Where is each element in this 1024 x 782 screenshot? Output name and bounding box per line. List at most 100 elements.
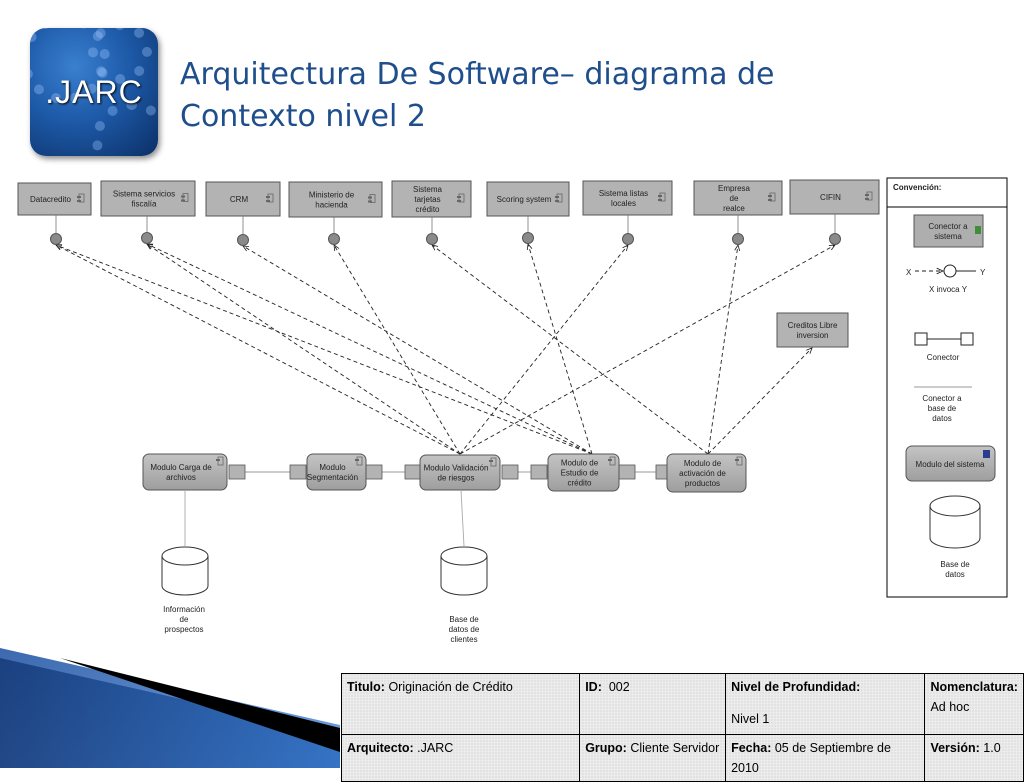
system-label: Sistema listas (599, 189, 648, 198)
invoke-arrow (243, 246, 593, 455)
legend-db-label-2: datos (945, 570, 965, 579)
legend-x: X (906, 268, 912, 277)
legend-invoke-label: X invoca Y (929, 285, 968, 294)
system-label: locales (611, 199, 636, 208)
title-line-1: Arquitectura De Software– diagrama de (180, 57, 775, 92)
database-label: de (180, 615, 189, 624)
nomenclatura-cell: Nomenclatura: Ad hoc (924, 673, 1024, 735)
logo-text: .JARC (45, 74, 143, 110)
decorative-wedge (0, 648, 340, 768)
module-label: Modulo de (561, 459, 599, 468)
table-row: Titulo: Originación de Crédito ID: 002 N… (340, 673, 1024, 735)
invoke-arrow (147, 244, 593, 455)
legend-component-icon (975, 226, 981, 234)
slide-title: Arquitectura De Software– diagrama de Co… (180, 54, 880, 138)
invoke-arrow (707, 245, 738, 455)
module-label: Segmentación (307, 473, 358, 482)
interface-port (829, 233, 841, 245)
system-label: Scoring system (497, 195, 552, 204)
component-icon (555, 193, 563, 203)
component-icon (865, 191, 873, 201)
module-label: de riesgos (438, 474, 475, 483)
module-label: Estudio de (561, 469, 599, 478)
fecha-cell: Fecha: 05 de Septiembre de 2010 (725, 734, 926, 782)
legend-legacy-label-2: sistema (934, 232, 962, 241)
database-label: Base de (449, 615, 479, 624)
system-label: CIFIN (820, 193, 841, 202)
invoke-arrow (459, 245, 628, 455)
legend: Convención: Conector a sistema X Y X inv… (886, 177, 1008, 598)
interface-port (237, 234, 249, 246)
external-system-box: CIFIN (789, 179, 880, 245)
component-icon (181, 193, 189, 202)
database-label: clientes (450, 635, 477, 644)
db-cylinder-icon (161, 546, 209, 596)
legend-db-icon (929, 495, 981, 549)
invoke-arrow (147, 244, 461, 455)
legend-connector-label: Conector (927, 353, 960, 362)
component-icon (266, 193, 274, 203)
database-label: prospectos (164, 625, 203, 634)
nivel-cell: Nivel de Profundidad:Nivel 1 (725, 673, 926, 735)
invoke-arrow (56, 245, 593, 455)
legend-db-label-1: Base de (940, 560, 970, 569)
component-icon (368, 194, 376, 203)
system-label: de (730, 194, 739, 203)
system-label: Creditos Libre (788, 321, 838, 330)
module-label: activación de (679, 469, 726, 478)
component-icon (77, 193, 85, 203)
table-row: Arquitecto: .JARC Grupo: Cliente Servido… (340, 734, 1024, 782)
interface-port (622, 233, 634, 245)
module-label: crédito (567, 479, 592, 488)
legend-db-connector-label-1: Conector a (922, 394, 962, 403)
grupo-cell: Grupo: Cliente Servidor (579, 734, 727, 782)
system-label: tarjetas (414, 195, 440, 204)
version-cell: Versión: 1.0 (924, 734, 1024, 782)
legend-legacy-box (913, 214, 984, 248)
module-label: Modulo Carga de (150, 463, 212, 472)
component-icon (608, 456, 616, 466)
database-label: Información (163, 605, 205, 614)
module-label: Modulo Validación (424, 464, 489, 473)
invoke-arrow (707, 348, 812, 455)
system-label: hacienda (315, 201, 348, 210)
interface-port (328, 233, 340, 245)
system-label: fiscalía (132, 200, 157, 209)
external-system-box: Scoring system (486, 181, 570, 244)
db-cylinder-icon (440, 546, 488, 596)
legend-db-connector-label-2: base de (928, 404, 957, 413)
system-label: inversion (796, 331, 828, 340)
component-icon (658, 192, 666, 202)
legend-title: Convención: (893, 183, 941, 192)
title-line-2: Contexto nivel 2 (180, 99, 426, 134)
legend-module-box (905, 445, 996, 482)
component-icon (768, 192, 776, 202)
system-label: Sistema servicios (113, 190, 175, 199)
interface-port (732, 233, 744, 245)
system-label: Sistema (413, 185, 442, 194)
system-label: Datacredito (30, 195, 71, 204)
system-label: CRM (230, 195, 249, 204)
interface-port (522, 232, 534, 244)
invoke-arrow (56, 245, 461, 455)
interface-port (426, 233, 438, 245)
component-icon (489, 457, 497, 467)
system-label: Ministerio de (309, 191, 355, 200)
module-label: archivos (166, 473, 196, 482)
external-system-box: Datacredito (17, 182, 92, 245)
module-label: Modulo de (684, 459, 722, 468)
legend-legacy-label-1: Conector a (928, 222, 968, 231)
module-label: productos (685, 479, 720, 488)
component-icon (216, 456, 224, 466)
external-system-box: CRM (205, 181, 281, 246)
